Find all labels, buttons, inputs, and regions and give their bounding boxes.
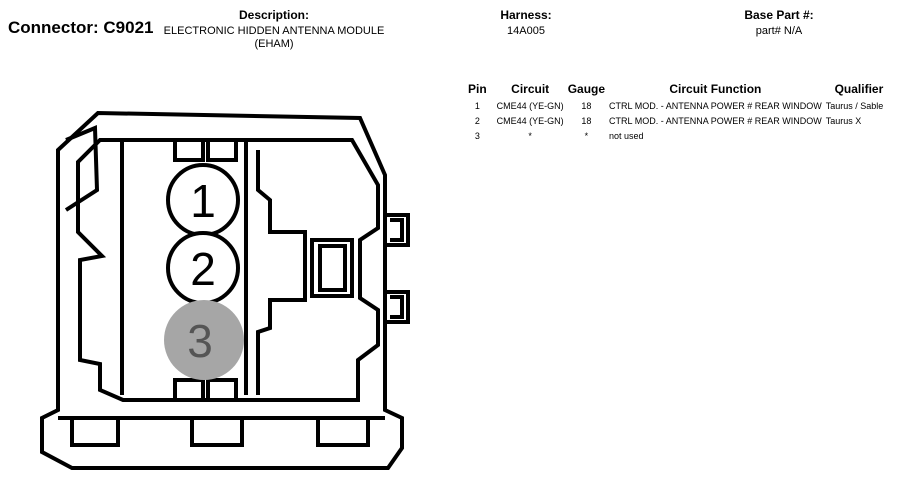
latch-window (310, 238, 354, 298)
bottom-key-left (173, 378, 205, 398)
pin-2: 2 (166, 231, 240, 305)
row-function: not used (609, 130, 644, 141)
header-circuit: Circuit (511, 82, 550, 96)
side-tab-bottom-inner (390, 295, 404, 319)
bottom-latch-left (70, 420, 120, 447)
housing-outer (40, 110, 404, 470)
latch-window-inner (318, 244, 347, 292)
description-label: Description: (238, 8, 309, 22)
row-circuit: CME44 (YE-GN) (496, 115, 564, 126)
header-qualifier: Qualifier (834, 82, 884, 96)
row-pin: 1 (474, 100, 480, 111)
pin-3: 3 (164, 300, 244, 380)
row-gauge: 18 (581, 100, 592, 111)
table-row: 2 CME44 (YE-GN) 18 CTRL MOD. - ANTENNA P… (466, 113, 885, 128)
base-part-value: part# N/A (755, 25, 803, 37)
row-pin: 3 (474, 130, 480, 141)
row-qualifier: Taurus / Sable (825, 100, 884, 111)
table-row: 3 * * not used (466, 128, 885, 143)
harness-value: 14A005 (507, 25, 545, 37)
header-function: Circuit Function (669, 82, 762, 96)
row-gauge: * (584, 130, 589, 141)
header-gauge: Gauge (567, 82, 606, 96)
pin-table-header: Pin Circuit Gauge Circuit Function Quali… (466, 82, 885, 98)
row-circuit: CME44 (YE-GN) (496, 100, 564, 111)
housing-inner (76, 138, 380, 402)
base-part-block: Base Part #: part# N/A (724, 8, 834, 38)
top-key-left (173, 142, 205, 162)
pin-2-number: 2 (190, 243, 216, 295)
connector-title: Connector: C9021 (8, 18, 154, 38)
side-tab-bottom (385, 290, 410, 324)
row-function: CTRL MOD. - ANTENNA POWER # REAR WINDOW (609, 115, 822, 126)
pin-1-number: 1 (190, 175, 216, 227)
connector-label: Connector: (8, 18, 99, 37)
connector-id: C9021 (103, 18, 154, 37)
housing-left-rib (64, 125, 100, 212)
row-function: CTRL MOD. - ANTENNA POWER # REAR WINDOW (609, 100, 822, 111)
bottom-latch-right (316, 420, 370, 447)
description-block: Description: ELECTRONIC HIDDEN ANTENNA M… (150, 8, 398, 51)
description-value: ELECTRONIC HIDDEN ANTENNA MODULE (EHAM) (163, 25, 385, 50)
harness-label: Harness: (500, 8, 552, 22)
base-part-label: Base Part #: (744, 8, 814, 22)
header-pin: Pin (468, 82, 487, 96)
side-tab-top (385, 213, 410, 247)
bottom-latch-center (190, 420, 244, 447)
pin-3-number: 3 (187, 315, 213, 367)
harness-block: Harness: 14A005 (486, 8, 566, 38)
pin-3-circle (164, 300, 244, 380)
table-row: 1 CME44 (YE-GN) 18 CTRL MOD. - ANTENNA P… (466, 98, 885, 113)
side-tab-top-inner (390, 218, 404, 242)
pin-1: 1 (166, 163, 240, 237)
row-circuit: * (528, 130, 532, 141)
bottom-key-right (206, 378, 238, 398)
row-gauge: 18 (581, 115, 592, 126)
row-pin: 2 (474, 115, 480, 126)
latch (256, 150, 307, 395)
top-key-right (206, 142, 238, 162)
connector-housing (40, 110, 410, 470)
pin-table: Pin Circuit Gauge Circuit Function Quali… (466, 82, 885, 143)
row-qualifier: Taurus X (825, 115, 862, 126)
pin-cavity-frame (120, 138, 248, 395)
